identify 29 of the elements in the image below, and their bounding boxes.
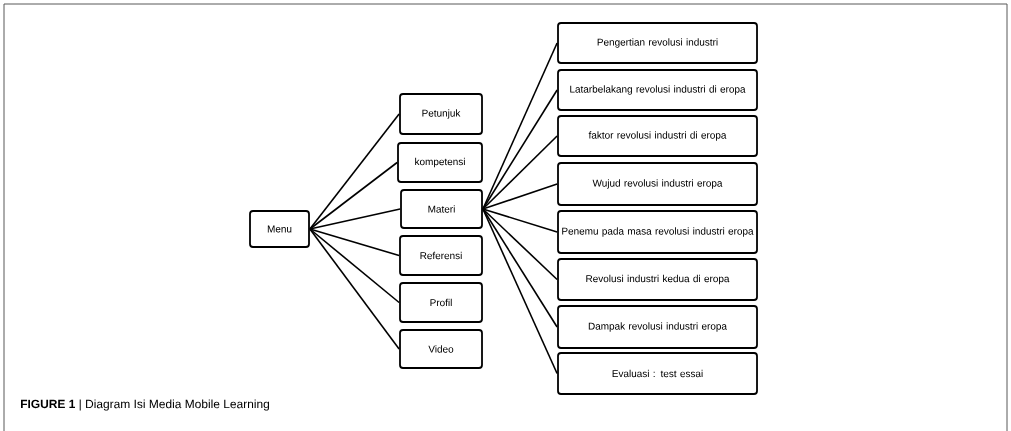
menu-box: Menu: [249, 210, 310, 248]
menu-box: Evaluasi : test essai: [557, 352, 758, 395]
connector-line: [482, 183, 558, 210]
connector-line: [482, 208, 558, 281]
connector-line: [309, 228, 400, 304]
menu-box: Dampak revolusi industri eropa: [557, 305, 758, 349]
menu-box: Pengertian revolusi industri: [557, 22, 758, 64]
menu-box: faktor revolusi industri di eropa: [557, 115, 758, 157]
menu-box: Wujud revolusi industri eropa: [557, 162, 758, 206]
menu-box: kompetensi: [397, 142, 483, 183]
menu-box: Materi: [400, 189, 483, 229]
menu-box: Revolusi industri kedua di eropa: [557, 258, 758, 301]
menu-box: Profil: [399, 282, 483, 323]
connector-line: [482, 208, 558, 375]
connector-line: [309, 208, 401, 230]
menu-box: Video: [399, 329, 483, 369]
connector-line: [309, 113, 400, 230]
connector-line: [482, 42, 558, 210]
menu-box: Referensi: [399, 235, 483, 276]
connector-line: [309, 228, 400, 257]
menu-box: Latarbelakang revolusi industri di eropa: [557, 69, 758, 111]
menu-box: Petunjuk: [399, 93, 483, 135]
connector-line: [482, 135, 558, 210]
figure-caption: FIGURE 1 | Diagram Isi Media Mobile Learning: [21, 399, 269, 411]
connector-line: [482, 208, 558, 328]
connector-line: [482, 208, 558, 233]
menu-box: Penemu pada masa revolusi industri eropa: [557, 210, 758, 254]
connector-line: [309, 161, 398, 230]
connector-line: [309, 228, 400, 350]
